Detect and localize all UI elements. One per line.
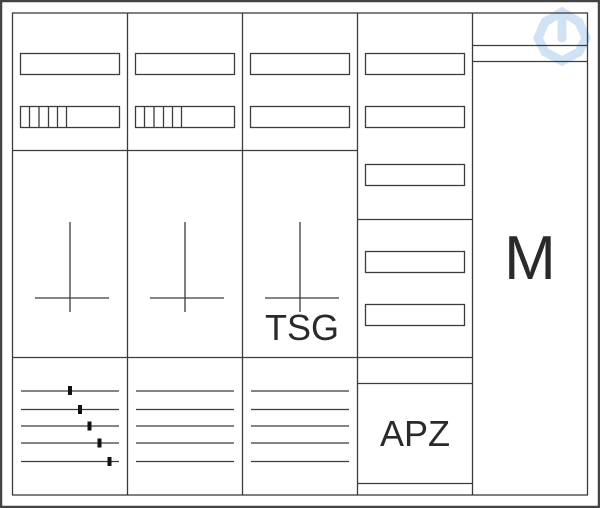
row-dividers [12,44,588,485]
tsg-label: TSG [265,307,339,348]
busbars [21,386,349,466]
watermark-logo-icon [533,6,591,67]
column-dividers [126,13,474,495]
meter-symbol-icon [35,222,339,312]
apz-label: APZ [380,413,450,454]
breaker-modules [28,106,183,128]
m-label: M [504,224,556,293]
din-rails [19,52,466,327]
inner-frame [11,12,589,496]
